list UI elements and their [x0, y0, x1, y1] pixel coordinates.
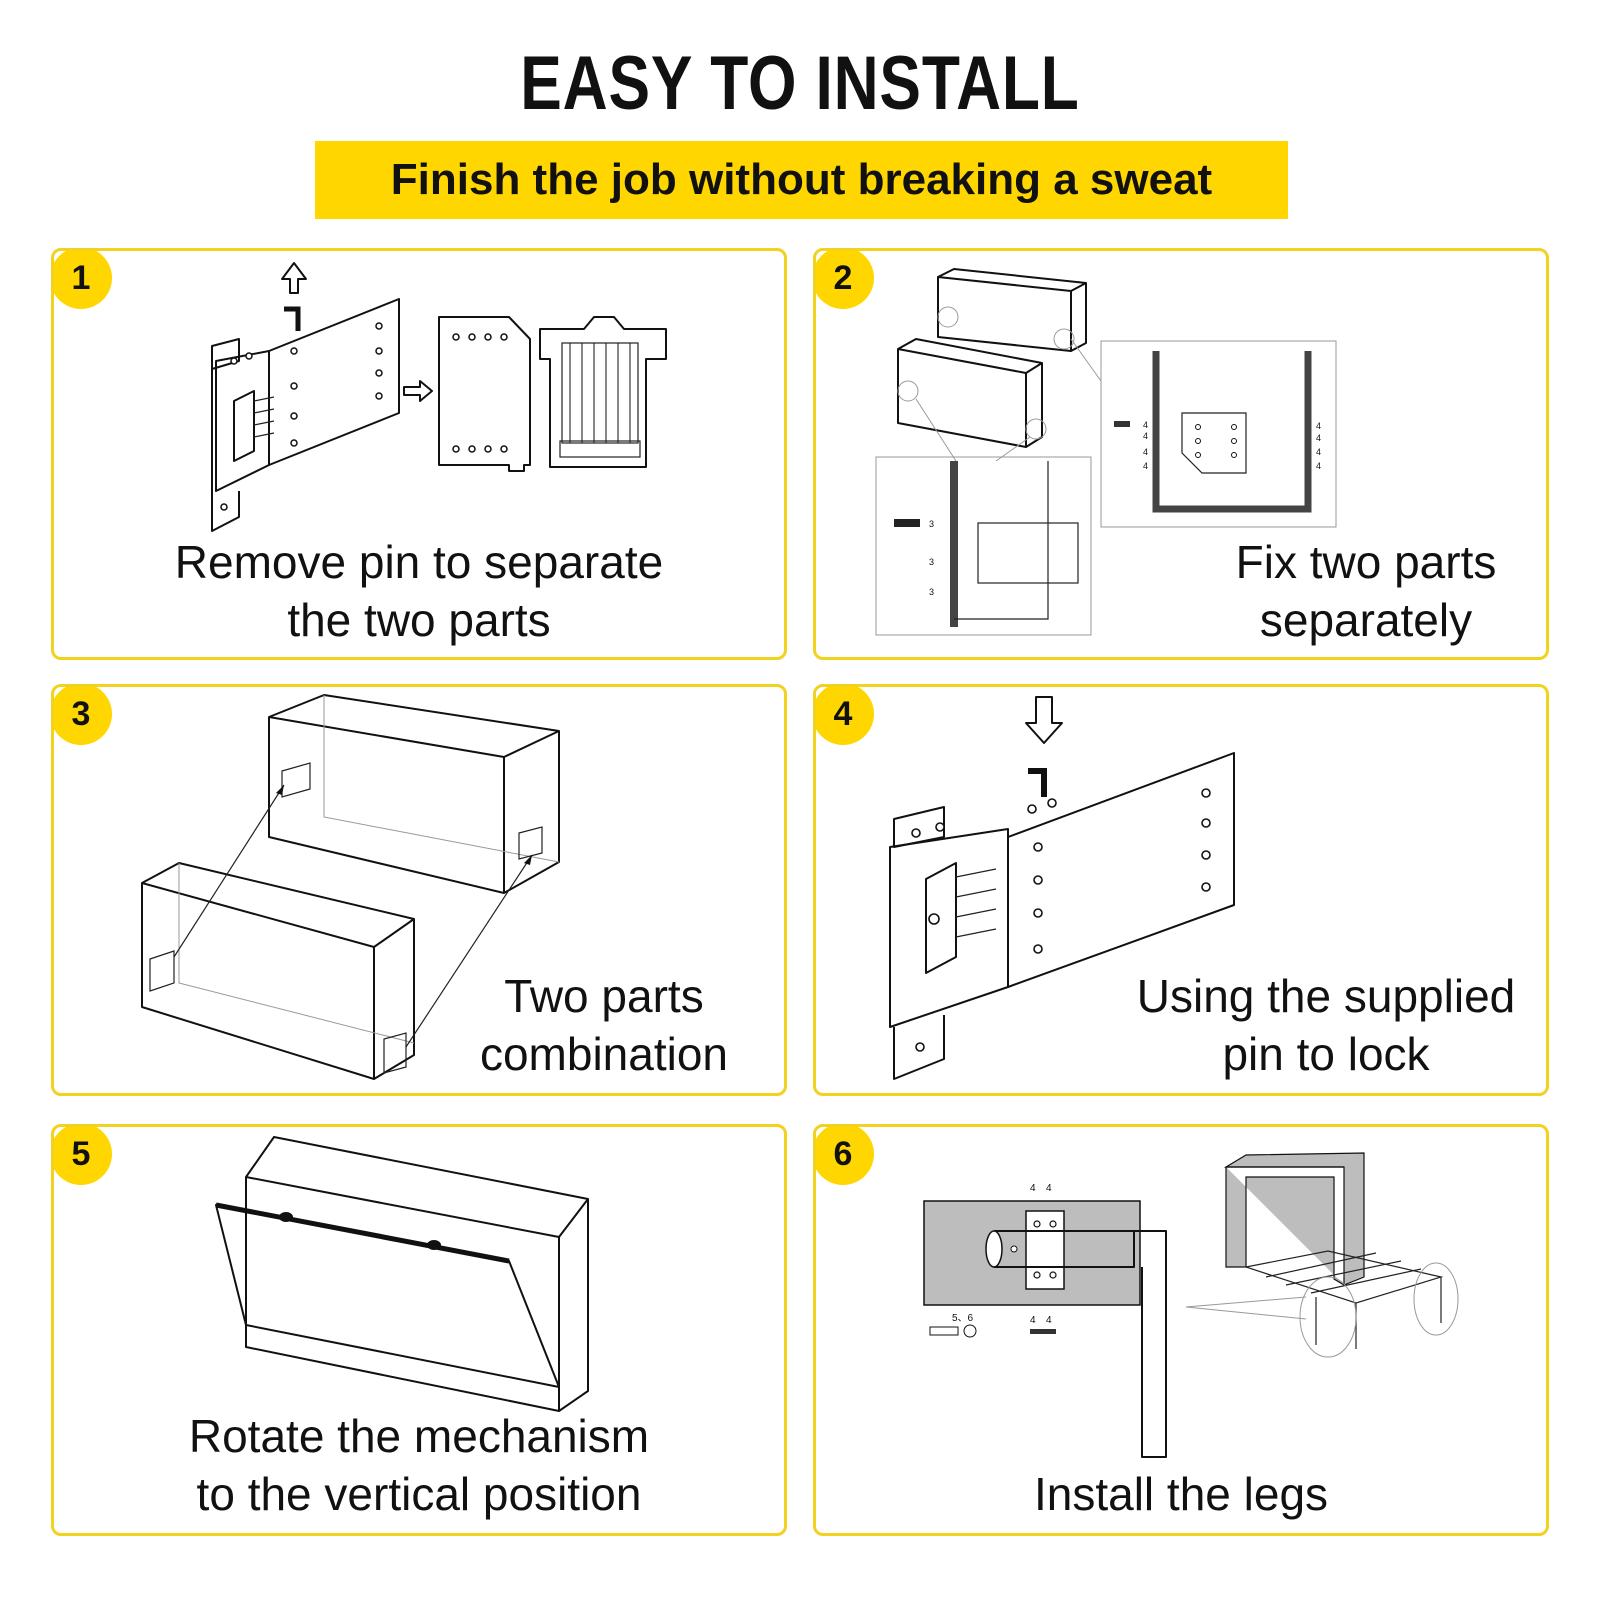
step-2-label-b2: 3	[929, 557, 934, 567]
step-4-illustration	[889, 696, 1235, 1080]
step-1-caption-line-1: Remove pin to separate	[174, 536, 664, 588]
step-1-caption-line-2: the two parts	[287, 594, 551, 646]
step-2-badge: 2	[816, 251, 874, 309]
step-2-label-a4: 4	[1143, 461, 1148, 471]
step-1-panel: 1 Remove pin to separate the two parts	[51, 248, 787, 660]
step-5-caption-line-1: Rotate the mechanism	[188, 1410, 650, 1462]
step-2-label-a3: 4	[1143, 447, 1148, 457]
step-1-illustration	[211, 262, 667, 532]
step-6-caption-line-1: Install the legs	[1033, 1468, 1329, 1520]
step-2-label-a5: 4	[1316, 421, 1321, 431]
step-2-label-a1: 4	[1143, 420, 1148, 430]
step-2-caption-line-2: separately	[1259, 594, 1473, 646]
step-5-illustration	[215, 1136, 589, 1412]
step-4-panel: 4 Using the supplied pin to lock	[813, 684, 1549, 1096]
step-6-label-a1: 4	[1030, 1183, 1036, 1194]
step-3-panel: 3 Two parts combination	[51, 684, 787, 1096]
step-2-label-b3: 3	[929, 587, 934, 597]
step-1-caption: Remove pin to separate the two parts	[114, 533, 724, 649]
step-5-badge: 5	[54, 1127, 112, 1185]
step-4-caption: Using the supplied pin to lock	[1116, 967, 1536, 1083]
step-2-illustration: 4 4 4 4 4 4 4 4 3 3 3	[875, 268, 1337, 636]
step-3-badge: 3	[54, 687, 112, 745]
page-title: EASY TO INSTALL	[520, 41, 1080, 126]
step-6-panel: 4 4 4 4 5、6 6 Install the legs	[813, 1124, 1549, 1536]
step-6-label-a2: 4	[1046, 1183, 1052, 1194]
step-2-caption: Fix two parts separately	[1201, 533, 1531, 649]
step-4-caption-line-1: Using the supplied	[1136, 970, 1516, 1022]
step-1-badge: 1	[54, 251, 112, 309]
step-4-caption-line-2: pin to lock	[1222, 1028, 1430, 1080]
step-2-label-a6: 4	[1316, 433, 1321, 443]
step-5-caption: Rotate the mechanism to the vertical pos…	[114, 1407, 724, 1523]
subtitle-text: Finish the job without breaking a sweat	[390, 155, 1213, 204]
step-3-caption: Two parts combination	[454, 967, 754, 1083]
step-2-panel: 4 4 4 4 4 4 4 4 3 3 3 2 Fix two parts se…	[813, 248, 1549, 660]
step-3-caption-line-2: combination	[479, 1028, 729, 1080]
step-3-caption-line-1: Two parts	[504, 970, 704, 1022]
step-5-caption-line-2: to the vertical position	[196, 1468, 642, 1520]
step-4-badge: 4	[816, 687, 874, 745]
step-6-label-a3: 4	[1030, 1315, 1036, 1326]
step-3-illustration	[141, 694, 560, 1080]
step-2-label-b1: 3	[929, 519, 934, 529]
step-6-caption: Install the legs	[876, 1465, 1486, 1523]
step-2-label-a2: 4	[1143, 431, 1148, 441]
step-2-label-a8: 4	[1316, 461, 1321, 471]
step-2-caption-line-1: Fix two parts	[1235, 536, 1497, 588]
step-2-label-a7: 4	[1316, 447, 1321, 457]
step-6-label-b: 5、6	[952, 1313, 974, 1324]
step-6-label-a4: 4	[1046, 1315, 1052, 1326]
step-6-illustration: 4 4 4 4 5、6	[923, 1152, 1459, 1458]
step-5-panel: 5 Rotate the mechanism to the vertical p…	[51, 1124, 787, 1536]
step-6-badge: 6	[816, 1127, 874, 1185]
subtitle-banner: Finish the job without breaking a sweat	[315, 141, 1288, 219]
